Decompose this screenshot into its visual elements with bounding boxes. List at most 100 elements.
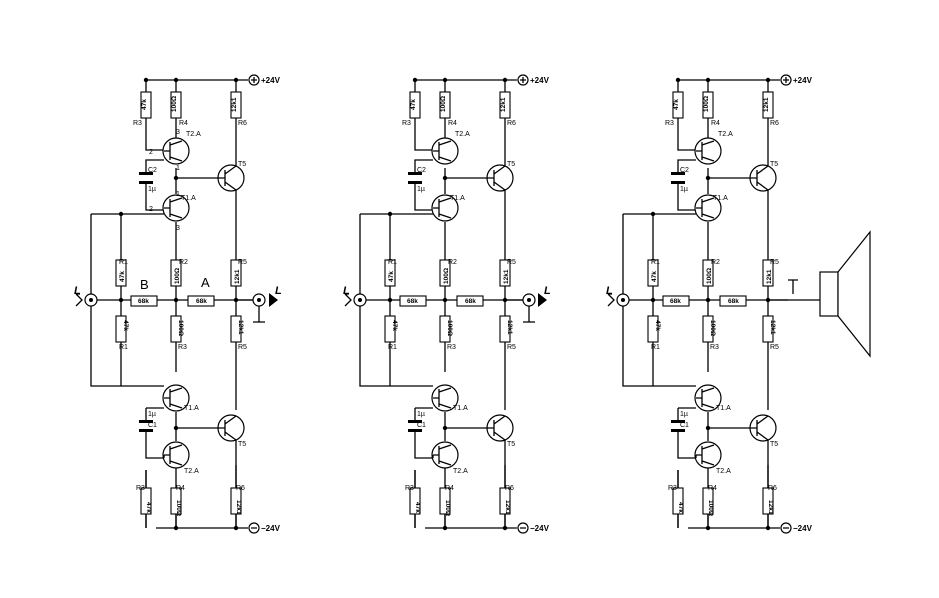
c2-value-r6: 12k1 [500,97,507,112]
value-r1-mirror: 47k [122,320,129,331]
labels-circuit-3: R3 47k R4 100Ω R6 12k1 T2.A T1.A T5 C2 1… [606,76,813,533]
c2-label-t1a: T1.A [450,195,465,202]
c2-label-r4-lower: R4 [445,485,454,492]
value-rb: 68k [138,298,149,305]
value-ra: 68k [196,298,207,305]
c3-label-t5-lower: T5 [770,441,778,448]
rail-negative-3: −24V [793,524,813,533]
c2-label-r3-mirror: R3 [447,344,456,351]
label-r3-mirror: R3 [178,344,187,351]
label-r6: R6 [238,120,247,127]
pin-3: 3 [176,129,180,136]
c2-label-r5-mirror: R5 [507,344,516,351]
c2-value-r4-lower: 100Ω [444,500,451,516]
label-r3-lower: R3 [136,485,145,492]
c3-label-c1-value: 1µ [680,411,688,418]
label-r5: R5 [238,259,247,266]
c3-value-r3-mirror: 100Ω [709,320,716,336]
c3-label-r6-lower: R6 [768,485,777,492]
c2-label-r3-lower: R3 [405,485,414,492]
c3-label-r3: R3 [665,120,674,127]
c2-value-ra: 68k [465,298,476,305]
c3-label-r3-mirror: R3 [710,344,719,351]
c2-value-r5: 12k1 [503,269,510,284]
label-r6-lower: R6 [236,485,245,492]
label-t1a-lower: T1.A [184,405,199,412]
c3-value-r3-lower: 47k [677,502,684,513]
c3-label-r1: R1 [651,259,660,266]
output-jack-2 [505,293,547,323]
c3-value-r2: 100Ω [706,268,713,284]
c3-input-label: L [606,285,613,297]
c3-label-t5: T5 [770,161,778,168]
letter-a: A [201,275,210,290]
c3-value-rb: 68k [670,298,681,305]
c3-value-r6-lower: 12k1 [767,500,774,515]
value-r5: 12k1 [234,269,241,284]
label-r4: R4 [179,120,188,127]
c2-label-c1-value: 1µ [417,411,425,418]
c2-input-label: L [343,285,350,297]
value-r4: 100Ω [171,96,178,112]
c3-label-r3-lower: R3 [668,485,677,492]
labels-circuit-2: R3 47k R4 100Ω R6 12k1 T2.A T1.A T5 C2 1… [343,76,551,533]
c2-label-r5: R5 [507,259,516,266]
c2-label-t5-lower: T5 [507,441,515,448]
c2-label-t1a-lower: T1.A [453,405,468,412]
c2-value-r4: 100Ω [440,96,447,112]
label-r5-mirror: R5 [238,344,247,351]
c3-label-r5: R5 [770,259,779,266]
pin-1: 1 [176,165,180,172]
c2-label-c2-value: 1µ [417,186,425,193]
c2-label-t2a-lower: T2.A [453,468,468,475]
c2-label-r6: R6 [507,120,516,127]
amplifier-circuit-2 [344,74,529,534]
rail-positive-1: +24V [261,76,281,85]
c3-value-r3: 47k [673,99,680,110]
rail-negative-1: −24V [261,524,281,533]
c3-value-r1-mirror: 47k [654,320,661,331]
rail-negative-2: −24V [530,524,550,533]
c3-label-c2-value: 1µ [680,186,688,193]
c3-value-r4: 100Ω [703,96,710,112]
c3-label-r4: R4 [711,120,720,127]
c2-label-t2a: T2.A [455,131,470,138]
c3-label-r4-lower: R4 [708,485,717,492]
label-c2: C2 [148,167,157,174]
label-c2-value: 1µ [148,186,156,193]
c2-value-r3-lower: 47k [414,502,421,513]
c2-value-r3: 47k [410,99,417,110]
c2-output-label: L [544,285,551,297]
pin-3b: 3 [176,225,180,232]
label-t2a-lower: T2.A [184,468,199,475]
pin-2: 2 [149,149,153,156]
c3-value-r5: 12k1 [766,269,773,284]
c2-value-r2: 100Ω [443,268,450,284]
c2-value-rb: 68k [407,298,418,305]
pin-2b: 2 [149,206,153,213]
c2-label-t5: T5 [507,161,515,168]
label-c1-value: 1µ [148,411,156,418]
value-r3-lower: 47k [145,502,152,513]
c3-label-r1-mirror: R1 [651,344,660,351]
c2-label-r4: R4 [448,120,457,127]
value-r3: 47k [141,99,148,110]
input-label-l: L [74,285,81,297]
c3-label-r6: R6 [770,120,779,127]
rail-positive-3: +24V [793,76,813,85]
value-r5-mirror: 12k1 [237,320,244,335]
c2-value-r3-mirror: 100Ω [446,320,453,336]
c2-label-r1-mirror: R1 [388,344,397,351]
label-t1a: T1.A [181,195,196,202]
label-r4-lower: R4 [176,485,185,492]
label-t5-lower: T5 [238,441,246,448]
c2-value-r1-mirror: 47k [391,320,398,331]
label-r1: R1 [119,259,128,266]
c3-label-t1a: T1.A [713,195,728,202]
c3-label-r5-mirror: R5 [770,344,779,351]
label-t5: T5 [238,161,246,168]
letter-b: B [140,277,149,292]
labels-circuit-1: R3 47k R4 100Ω R6 12k1 T2.A T1.A T5 C2 1… [74,76,282,533]
c3-label-t1a-lower: T1.A [716,405,731,412]
